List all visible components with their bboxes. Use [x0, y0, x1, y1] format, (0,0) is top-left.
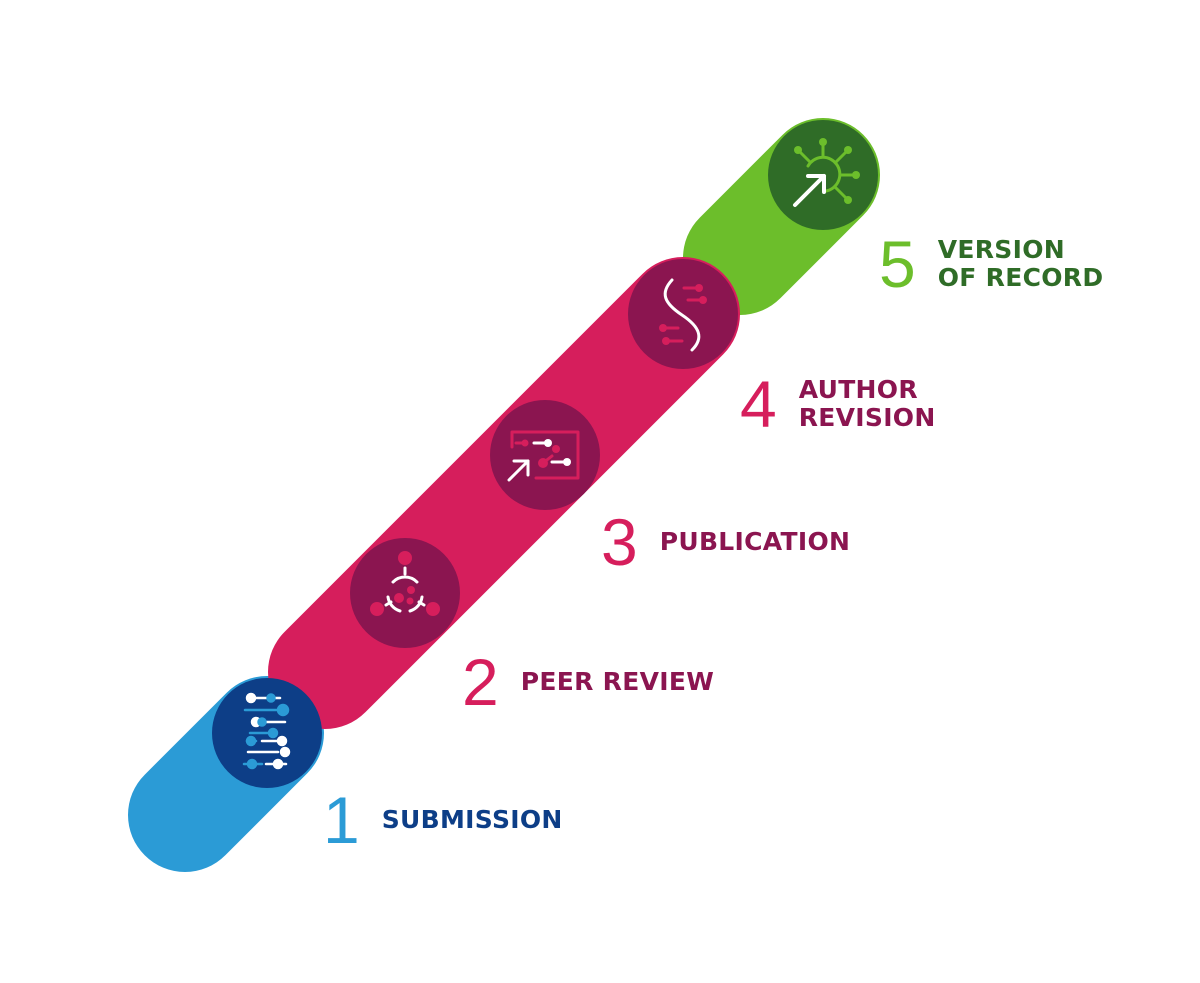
- virus-arrow-icon: [793, 138, 860, 207]
- molecule-chain-icon: [242, 692, 291, 770]
- step-5-label: 5 VERSION OF RECORD: [879, 227, 1104, 301]
- target-network-icon: [370, 551, 440, 616]
- step-5-number: 5: [879, 227, 916, 301]
- step-1-text: SUBMISSION: [381, 805, 563, 834]
- step-1-label: 1 SUBMISSION: [323, 783, 563, 857]
- step-1-node: [212, 678, 322, 788]
- step-4-node: [628, 259, 738, 369]
- step-5-node: [768, 120, 878, 230]
- step-3-label: 3 PUBLICATION: [601, 505, 851, 579]
- step-2-node: [350, 538, 460, 648]
- step-4-label: 4 AUTHOR REVISION: [740, 367, 936, 441]
- dna-helix-icon: [659, 278, 707, 352]
- step-2-label: 2 PEER REVIEW: [462, 645, 715, 719]
- step-3-text: PUBLICATION: [659, 527, 851, 556]
- step-5-text: VERSION OF RECORD: [937, 235, 1104, 292]
- step-3-number: 3: [601, 505, 638, 579]
- step-2-number: 2: [462, 645, 499, 719]
- board-arrow-icon: [507, 430, 580, 482]
- step-4-text: AUTHOR REVISION: [798, 375, 936, 432]
- step-2-text: PEER REVIEW: [520, 667, 715, 696]
- step-4-number: 4: [740, 367, 777, 441]
- step-1-number: 1: [323, 783, 360, 857]
- step-3-node: [490, 400, 600, 510]
